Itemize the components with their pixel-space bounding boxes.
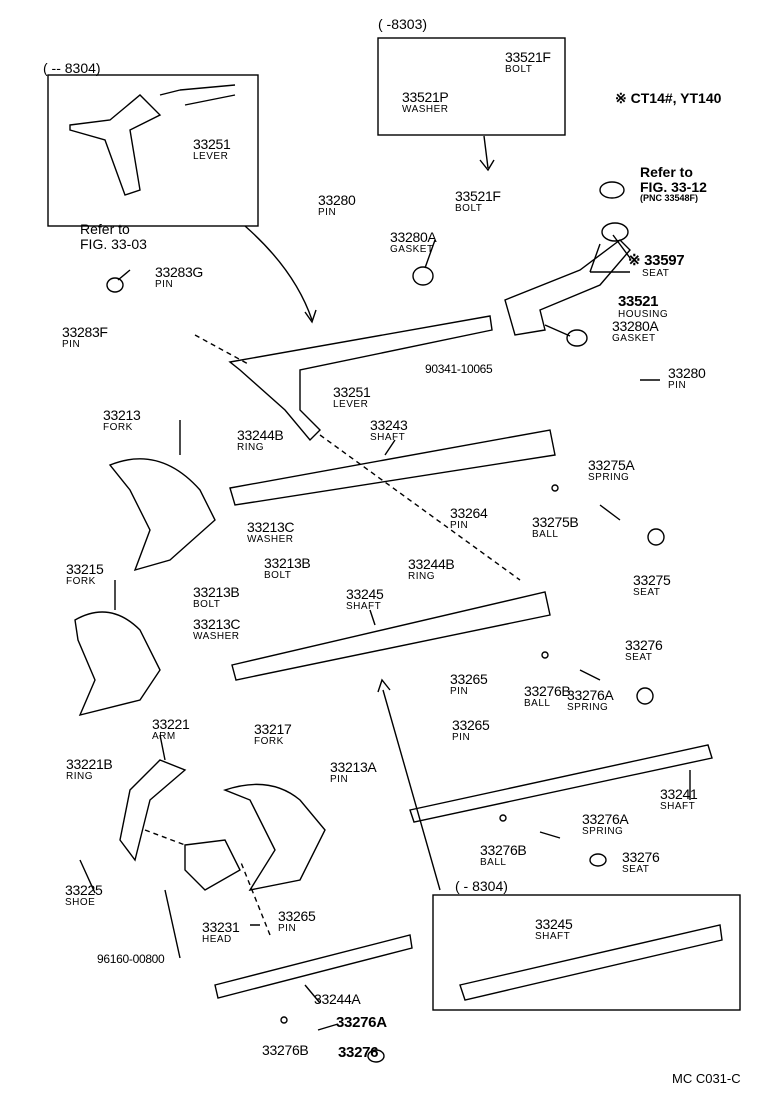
- inset-header-8303: ( -8303): [378, 16, 428, 32]
- shaft-33244A: [214, 934, 413, 999]
- label-33276-bold: 33276: [338, 1044, 379, 1061]
- shaft-33243: [229, 429, 556, 506]
- arrowhead: [304, 309, 317, 324]
- inset-header-8304-lever: ( -- 8304): [43, 60, 101, 76]
- arrow-shaft: [377, 678, 441, 891]
- label-90341-10065: 90341-10065: [425, 362, 493, 376]
- shaft-inset-33245: [459, 924, 723, 1001]
- arrow-lever: [244, 225, 313, 321]
- fork-33213-part: [108, 458, 216, 572]
- fork-33215-part: [74, 611, 161, 717]
- label-33276b: 33276B: [262, 1042, 309, 1058]
- inset-box-8304-shaft: [432, 894, 741, 1011]
- inset-box-8304-lever: [47, 74, 259, 227]
- label-33276a-bold: 33276A: [336, 1014, 387, 1031]
- figure-code: MC C031-C: [672, 1071, 741, 1086]
- shaft-33245: [231, 591, 551, 681]
- shaft-33241: [409, 744, 713, 823]
- lever-33251-part: [228, 315, 493, 442]
- label-33244a: 33244A: [314, 991, 361, 1007]
- inset-box-8303-bolt: [377, 37, 566, 136]
- lever-inset-part: [69, 94, 162, 196]
- note-ct14: ※ CT14#, YT140: [615, 90, 722, 106]
- assembly-dash-lines: [144, 334, 521, 936]
- housing-33521-part: [504, 239, 631, 336]
- arm-33221-part: [119, 759, 187, 862]
- inset-header-8304-shaft: ( - 8304): [455, 878, 508, 894]
- head-33231-part: [184, 839, 241, 891]
- seat-33597-part: [601, 222, 629, 242]
- cap-part: [599, 181, 625, 199]
- label-96160-00800: 96160-00800: [97, 952, 165, 966]
- fork-33217-part: [222, 783, 326, 892]
- arrow-bolt: [479, 135, 495, 172]
